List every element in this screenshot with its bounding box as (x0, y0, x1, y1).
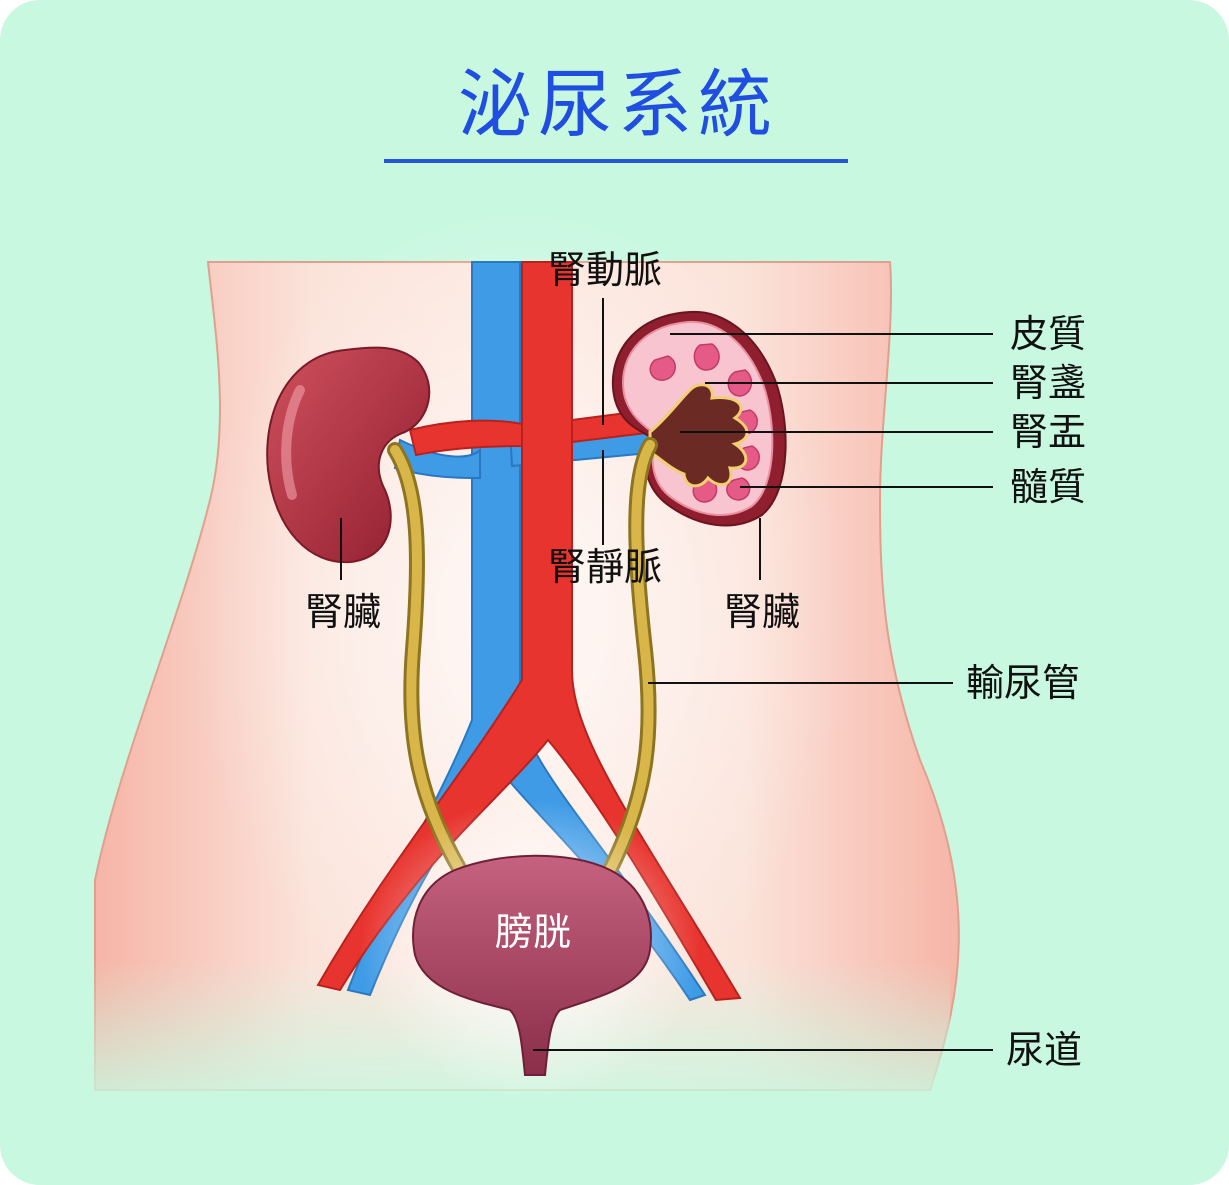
diagram-title: 泌尿系統 (458, 62, 778, 148)
ureter-right-inner (605, 440, 655, 875)
label-cortex: 皮質 (1010, 312, 1086, 356)
label-urethra: 尿道 (1006, 1028, 1082, 1072)
label-ureter: 輸尿管 (966, 661, 1080, 705)
ureter-left-inner (390, 445, 465, 875)
label-renal-artery: 腎動脈 (548, 248, 662, 292)
label-medulla: 髓質 (1010, 465, 1086, 509)
label-kidney-right: 腎臟 (724, 590, 800, 634)
label-renal-vein: 腎靜脈 (548, 545, 662, 589)
renal-artery-left (408, 419, 523, 457)
label-pelvis: 腎盂 (1010, 410, 1086, 454)
kidney-left-highlight (281, 385, 305, 500)
renal-pelvis (648, 383, 749, 488)
bladder (412, 854, 652, 1076)
label-bladder: 膀胱 (495, 910, 571, 954)
kidney-left (266, 346, 431, 564)
label-kidney-left: 腎臟 (305, 590, 381, 634)
label-calyx: 腎盞 (1010, 361, 1086, 405)
